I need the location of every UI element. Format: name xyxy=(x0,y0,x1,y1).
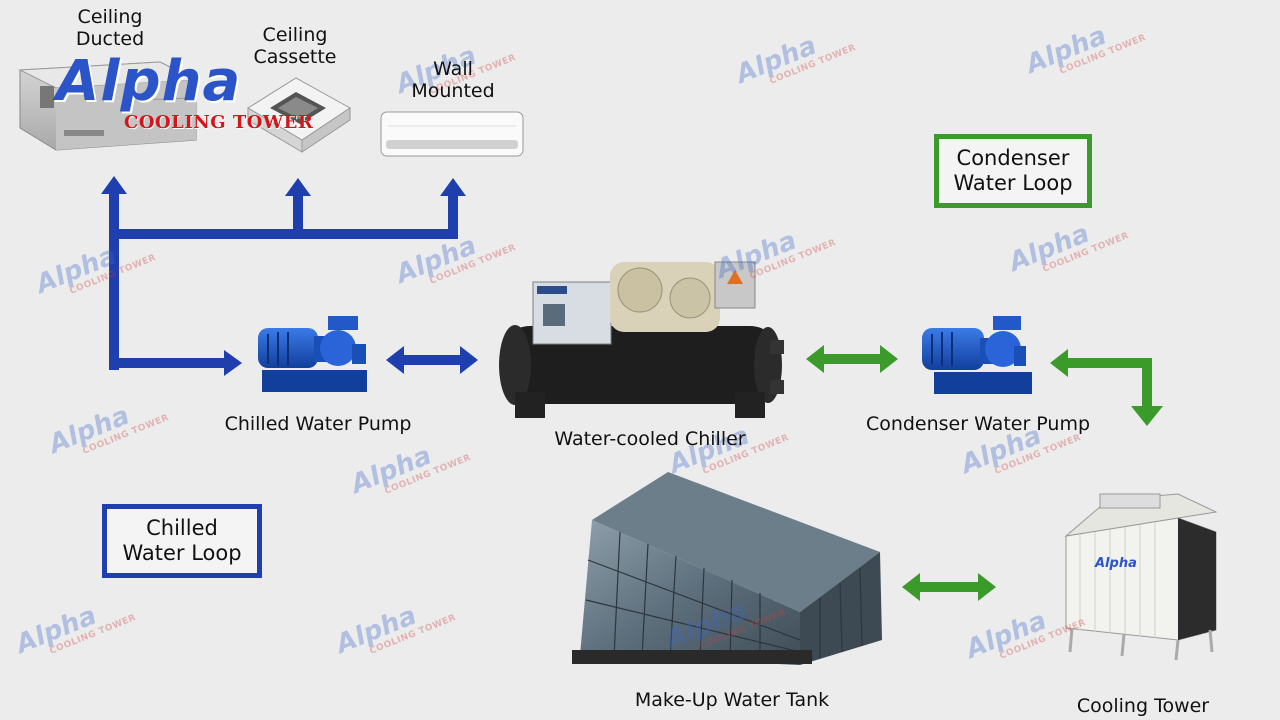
label-makeup-water-tank: Make-Up Water Tank xyxy=(634,689,830,711)
water-cooled-chiller xyxy=(499,261,784,418)
chilled-supply-pipes xyxy=(109,190,458,370)
tower-brand: Alpha xyxy=(1095,556,1137,571)
label-chilled-water-pump: Chilled Water Pump xyxy=(224,413,412,435)
label-ceiling-cassette: Ceiling Cassette xyxy=(253,24,337,68)
label-water-cooled-chiller: Water-cooled Chiller xyxy=(554,428,746,450)
logo-subtitle: COOLING TOWER xyxy=(124,112,314,133)
arrow-pump-chiller xyxy=(386,346,478,374)
cooling-tower xyxy=(1064,493,1218,661)
chilled-water-pump xyxy=(258,316,367,392)
arrow-up-ducted xyxy=(101,176,127,194)
makeup-water-tank xyxy=(572,472,882,665)
arrow-up-wall xyxy=(440,178,466,196)
chilled-water-loop-box: Chilled Water Loop xyxy=(102,504,262,578)
ceiling-cassette-unit xyxy=(247,77,351,153)
label-condenser-water-pump: Condenser Water Pump xyxy=(865,413,1091,435)
label-wall-mounted: Wall Mounted xyxy=(411,58,495,102)
ceiling-ducted-unit xyxy=(18,61,198,151)
arrow-right-pump xyxy=(224,350,242,376)
wall-mounted-unit xyxy=(380,111,524,157)
condenser-water-loop-box: Condenser Water Loop xyxy=(934,134,1092,208)
arrow-up-cassette xyxy=(285,178,311,196)
label-cooling-tower: Cooling Tower xyxy=(1076,695,1210,717)
arrow-chiller-condpump xyxy=(806,345,898,373)
arrow-tank-tower xyxy=(902,573,996,601)
arrow-condpump-tower xyxy=(1050,349,1163,426)
alpha-logo: Alpha xyxy=(56,49,242,114)
condenser-water-pump xyxy=(922,316,1032,394)
label-ceiling-ducted: Ceiling Ducted xyxy=(75,6,145,50)
